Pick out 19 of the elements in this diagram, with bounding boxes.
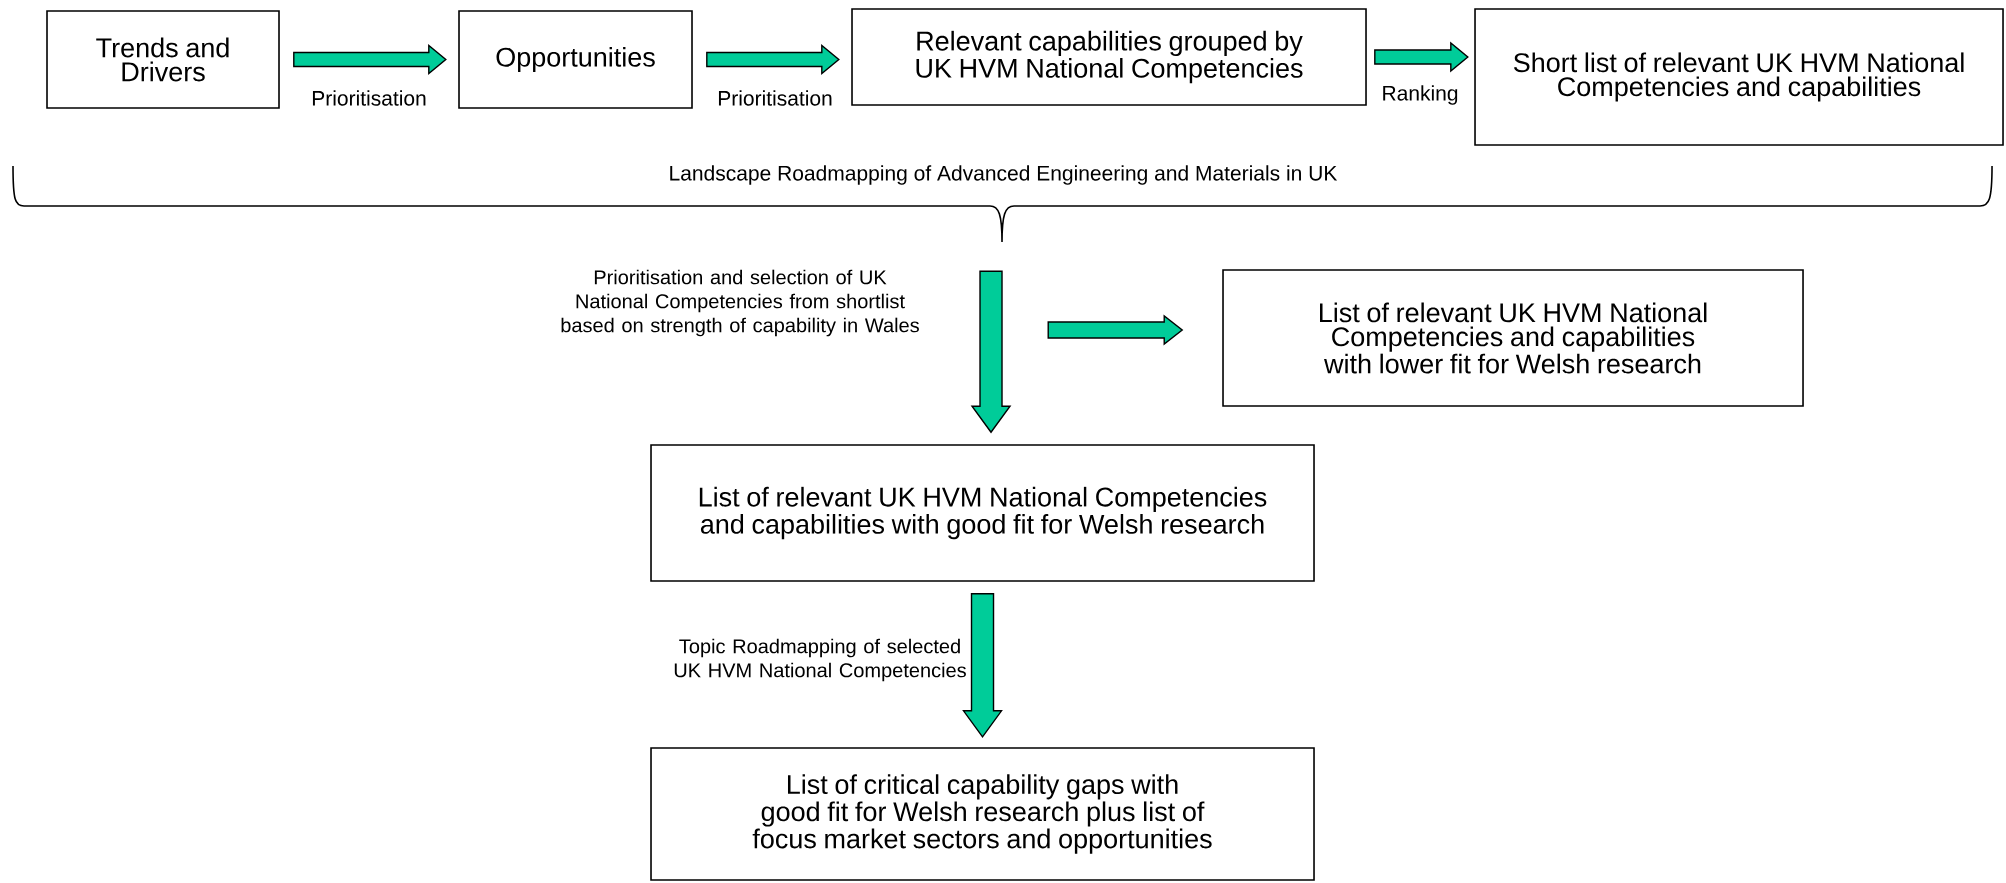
edge-label: Topic Roadmapping of selected UK HVM National Competencies bbox=[674, 638, 966, 682]
block-arrow bbox=[1047, 314, 1184, 346]
block-arrow bbox=[962, 593, 1003, 738]
edge-label: Ranking bbox=[1383, 85, 1458, 105]
process-box: Opportunities bbox=[458, 10, 693, 109]
block-arrow bbox=[706, 44, 840, 75]
process-box: List of critical capability gaps with good fit for Welsh research plus list of focus market sectors and opportunities bbox=[650, 747, 1315, 881]
edge-label: Prioritisation bbox=[312, 90, 426, 106]
block-arrow bbox=[1374, 41, 1469, 73]
edge-label: Prioritisation bbox=[718, 90, 832, 106]
edge-label: Prioritisation and selection of UK National Competencies from shortlist based on strength of capability in Wales bbox=[561, 269, 919, 337]
brace-label: Landscape Roadmapping of Advanced Engineering and Materials in UK bbox=[670, 165, 1338, 185]
process-box: Relevant capabilities grouped by UK HVM National Competencies bbox=[851, 8, 1367, 106]
block-arrow bbox=[293, 44, 447, 75]
process-box: List of relevant UK HVM National Competencies and capabilities with lower fit for Welsh research bbox=[1222, 269, 1804, 407]
process-box: Short list of relevant UK HVM National Competencies and capabilities bbox=[1474, 8, 2004, 146]
process-box: Trends and Drivers bbox=[46, 10, 280, 109]
process-box: List of relevant UK HVM National Competencies and capabilities with good fit for Welsh research bbox=[650, 444, 1315, 582]
block-arrow bbox=[970, 270, 1012, 434]
